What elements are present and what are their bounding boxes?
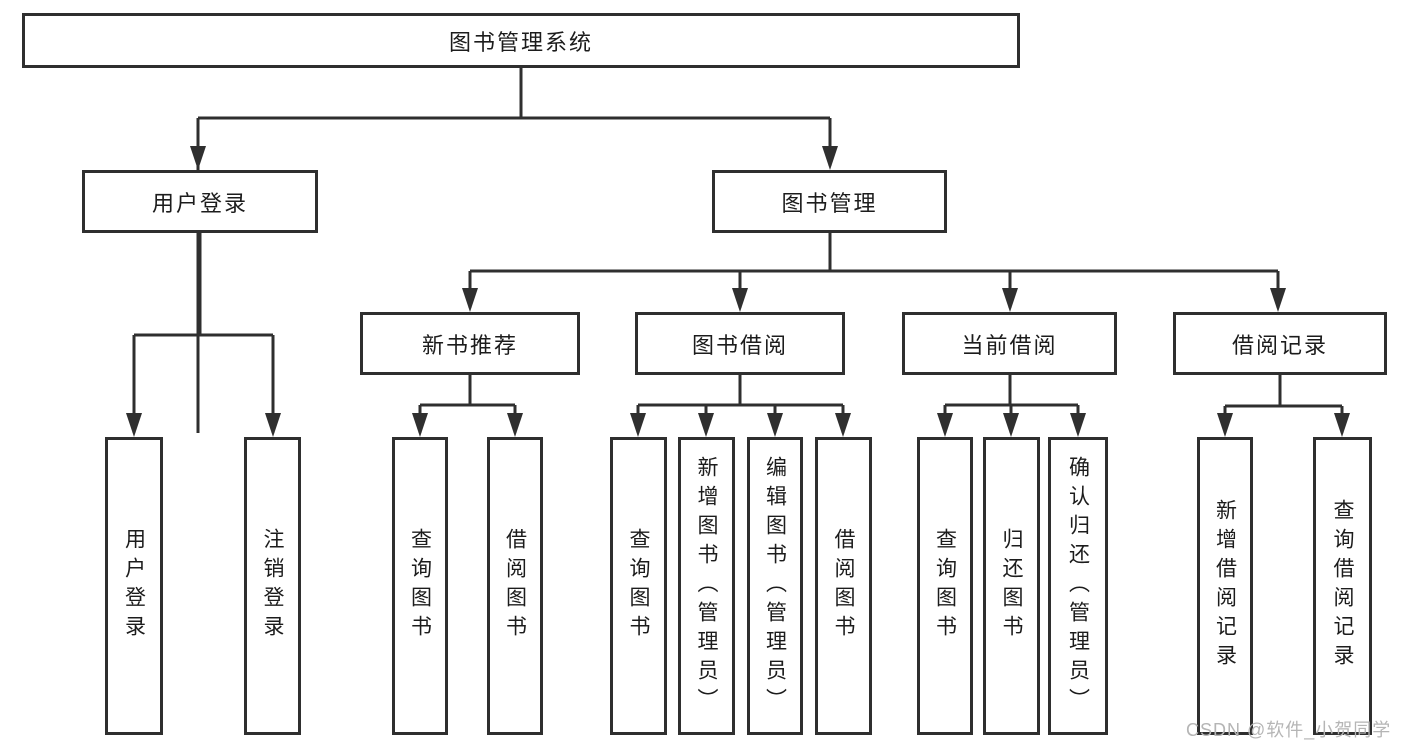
leaf-query-books-1: 查询图书 [392,437,448,735]
leaf-query-books-3-label: 查询图书 [933,528,957,644]
node-new-book-recommendation: 新书推荐 [360,312,580,375]
node-borrowing-records: 借阅记录 [1173,312,1387,375]
leaf-return-books-label: 归还图书 [1000,528,1023,644]
leaf-borrow-books-1-label: 借阅图书 [503,528,527,644]
leaf-add-books-admin: 新增图书（管理员） [678,437,735,735]
leaf-query-borrow-record: 查询借阅记录 [1313,437,1372,735]
leaf-user-login-label: 用户登录 [122,528,146,644]
leaf-edit-books-admin-label: 编辑图书（管理员） [763,455,787,717]
leaf-query-books-1-label: 查询图书 [408,528,432,644]
leaf-add-borrow-record-label: 新增借阅记录 [1213,499,1237,673]
node-user-login-branch: 用户登录 [82,170,318,233]
leaf-query-books-3: 查询图书 [917,437,973,735]
leaf-return-books: 归还图书 [983,437,1040,735]
leaf-query-borrow-record-label: 查询借阅记录 [1331,499,1354,673]
node-current-borrowing-label: 当前借阅 [961,332,1058,358]
leaf-logout-label: 注销登录 [261,528,284,644]
leaf-borrow-books-1: 借阅图书 [487,437,543,735]
leaf-confirm-return-admin-label: 确认归还（管理员） [1066,455,1090,717]
leaf-borrow-books-2-label: 借阅图书 [832,528,855,644]
node-book-management-branch-label: 图书管理 [781,190,878,216]
leaf-query-books-2: 查询图书 [610,437,667,735]
node-user-login-branch-label: 用户登录 [151,190,248,216]
leaf-borrow-books-2: 借阅图书 [815,437,872,735]
leaf-add-borrow-record: 新增借阅记录 [1197,437,1253,735]
node-new-book-recommendation-label: 新书推荐 [421,332,518,358]
leaf-edit-books-admin: 编辑图书（管理员） [747,437,803,735]
node-library-management-system-label: 图书管理系统 [448,29,593,55]
leaf-query-books-2-label: 查询图书 [627,528,650,644]
node-book-borrowing-label: 图书借阅 [691,332,788,358]
leaf-user-login: 用户登录 [105,437,163,735]
leaf-logout: 注销登录 [244,437,301,735]
node-library-management-system: 图书管理系统 [22,13,1020,68]
leaf-add-books-admin-label: 新增图书（管理员） [695,455,718,717]
node-book-borrowing: 图书借阅 [635,312,845,375]
node-book-management-branch: 图书管理 [712,170,947,233]
node-borrowing-records-label: 借阅记录 [1231,332,1328,358]
node-current-borrowing: 当前借阅 [902,312,1117,375]
leaf-confirm-return-admin: 确认归还（管理员） [1048,437,1108,735]
csdn-watermark: CSDN @软件_小贺同学 [1186,720,1392,740]
